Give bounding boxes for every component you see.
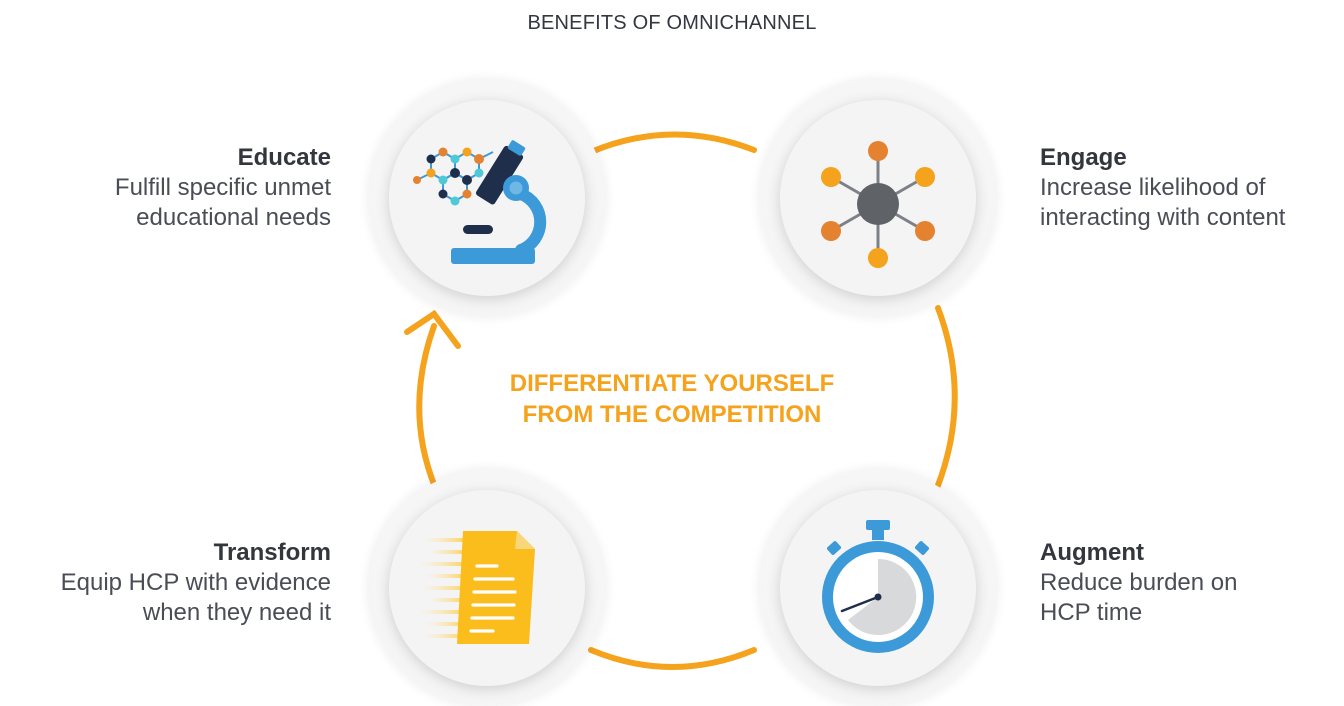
augment-icon-disc [780,490,976,686]
augment-desc-line1: Reduce burden on [1040,569,1238,596]
transform-desc-line1: Equip HCP with evidence [60,569,331,596]
educate-desc-line2: educational needs [136,204,331,231]
engage-desc-line1: Increase likelihood of [1040,174,1266,201]
transform-icon-disc [389,490,585,686]
augment-desc-line2: HCP time [1040,599,1143,626]
center-message: DIFFERENTIATE YOURSELF FROM THE COMPETIT… [472,368,872,430]
educate-node [369,80,605,316]
engage-icon-disc [780,100,976,296]
transform-title: Transform [213,539,331,566]
cycle-arc-bottom [588,647,757,670]
engage-desc-line2: interacting with content [1040,204,1286,231]
educate-desc-line1: Fulfill specific unmet [114,174,331,201]
center-message-line1: DIFFERENTIATE YOURSELF [509,370,835,397]
cycle-arc-right [934,305,958,491]
educate-title: Educate [237,144,331,171]
augment-title: Augment [1040,539,1144,566]
engage-title: Engage [1040,144,1127,171]
augment-node [760,470,996,706]
transform-node [369,470,605,706]
document-icon [419,531,535,644]
transform-label: Transform Equip HCP with evidence when t… [0,538,331,628]
cycle-arrowhead [404,309,461,349]
page-title: BENEFITS OF OMNICHANNEL [527,12,817,34]
educate-icon-disc [389,100,585,296]
stopwatch-icon [822,520,934,653]
network-hub-icon [821,141,935,268]
transform-desc-line2: when they need it [142,599,331,626]
microscope-molecule-icon [413,140,547,264]
engage-label: Engage Increase likelihood of interactin… [1040,143,1344,233]
cycle-arc-left [416,323,438,490]
augment-label: Augment Reduce burden on HCP time [1040,538,1340,628]
cycle-arc-top [588,131,757,155]
engage-node [760,80,996,316]
center-message-line2: FROM THE COMPETITION [522,401,822,428]
educate-label: Educate Fulfill specific unmet education… [30,143,331,233]
